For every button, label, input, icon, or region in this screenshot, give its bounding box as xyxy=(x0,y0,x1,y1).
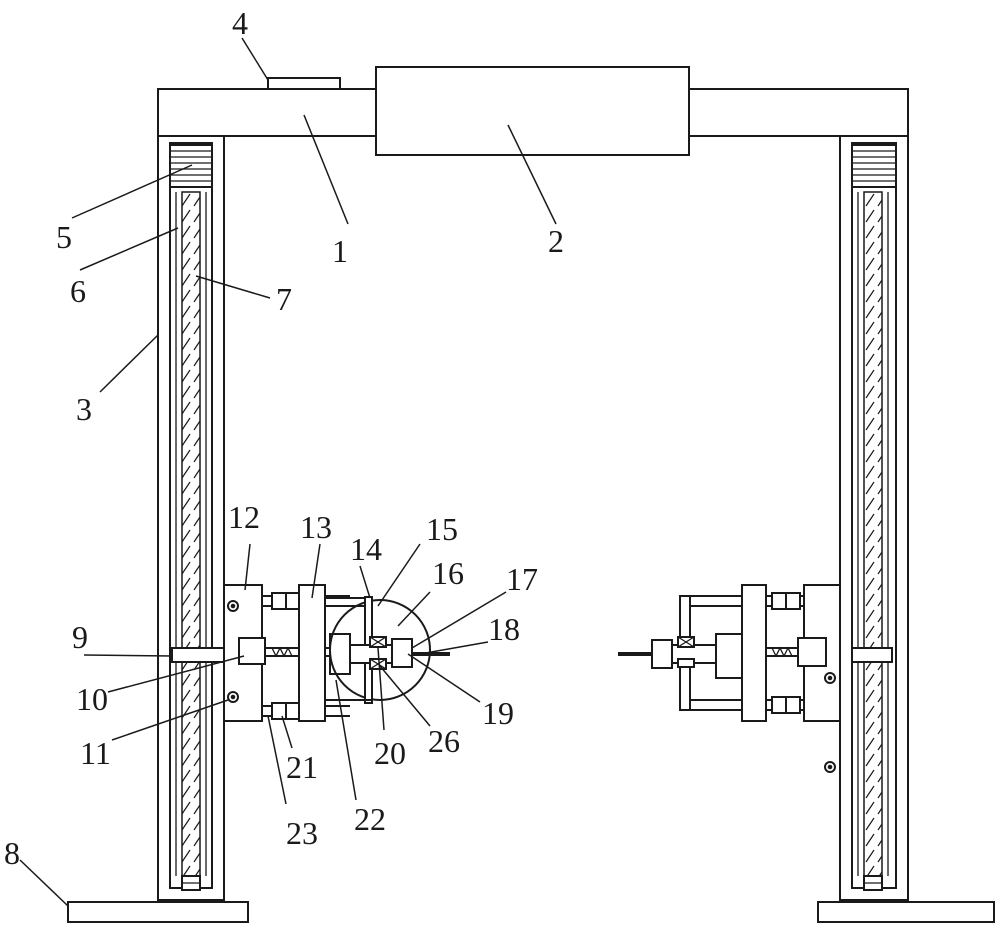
right-clamp-assembly xyxy=(618,584,893,773)
right-slider-nut xyxy=(851,647,893,663)
label-9: 9 xyxy=(72,619,88,655)
label-1: 1 xyxy=(332,233,348,269)
left-column xyxy=(157,135,225,901)
right-drive-motor xyxy=(797,637,827,667)
right-bolt xyxy=(824,672,836,684)
label-13: 13 xyxy=(300,509,332,545)
label-17: 17 xyxy=(506,561,538,597)
label-26: 26 xyxy=(428,723,460,759)
label-5: 5 xyxy=(56,219,72,255)
right-lead-screw xyxy=(863,191,883,877)
leader-lines xyxy=(19,37,557,907)
right-clamp-head xyxy=(651,639,673,669)
label-14: 14 xyxy=(350,531,382,567)
left-detail-circle xyxy=(329,599,431,701)
top-control-box xyxy=(267,77,341,90)
right-column-spring xyxy=(851,144,897,188)
left-clamp-assembly xyxy=(171,584,450,722)
left-slider-nut xyxy=(171,647,225,663)
left-moving-plate xyxy=(298,584,326,722)
label-15: 15 xyxy=(426,511,458,547)
right-column xyxy=(839,135,909,901)
left-lead-screw xyxy=(181,191,201,877)
left-clamp-head xyxy=(391,638,413,668)
label-3: 3 xyxy=(76,391,92,427)
left-base-plate xyxy=(67,901,249,923)
label-8: 8 xyxy=(4,835,20,871)
right-inner-block xyxy=(715,633,743,679)
part-labels: 4 1 2 5 6 7 3 12 13 15 14 16 17 18 9 10 … xyxy=(4,5,564,871)
right-base-plate xyxy=(817,901,995,923)
right-moving-plate xyxy=(741,584,767,722)
label-18: 18 xyxy=(488,611,520,647)
label-12: 12 xyxy=(228,499,260,535)
label-2: 2 xyxy=(548,223,564,259)
label-16: 16 xyxy=(432,555,464,591)
top-motor-housing xyxy=(375,66,690,156)
label-6: 6 xyxy=(70,273,86,309)
label-11: 11 xyxy=(80,735,111,771)
left-drive-motor xyxy=(238,637,266,665)
left-bolt xyxy=(227,691,239,703)
label-22: 22 xyxy=(354,801,386,837)
label-7: 7 xyxy=(276,281,292,317)
label-10: 10 xyxy=(76,681,108,717)
label-21: 21 xyxy=(286,749,318,785)
label-19: 19 xyxy=(482,695,514,731)
label-23: 23 xyxy=(286,815,318,851)
label-20: 20 xyxy=(374,735,406,771)
label-4: 4 xyxy=(232,5,248,41)
